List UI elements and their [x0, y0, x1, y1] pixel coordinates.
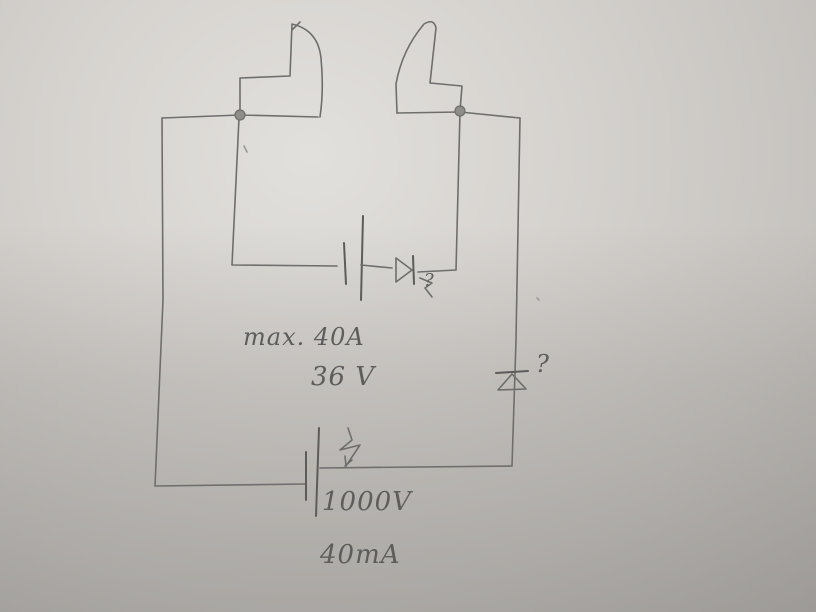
- upper-diode-icon: [395, 255, 415, 285]
- stray-mark-2: [536, 297, 540, 301]
- right-diode-question-mark: ?: [536, 350, 549, 378]
- upper-spark-icon: [419, 277, 433, 298]
- load-voltage-label: 36 V: [311, 362, 376, 392]
- source-cell-icon: [305, 427, 320, 517]
- source-lightning-icon: [339, 427, 361, 467]
- load-current-label: max. 40A: [243, 323, 365, 351]
- load-cell-icon: [343, 215, 393, 301]
- outer-left-wire: [154, 117, 307, 487]
- left-clamp-icon: [239, 21, 324, 118]
- stray-mark: [243, 145, 248, 153]
- inner-right-wire: [417, 111, 461, 273]
- left-node-dot: [234, 109, 246, 121]
- right-clamp-icon: [395, 20, 463, 114]
- right-node-dot: [454, 105, 466, 117]
- inner-left-wire: [231, 117, 338, 267]
- source-current-label: 40mA: [320, 540, 401, 570]
- upper-diode-question-mark: ?: [424, 270, 434, 291]
- source-voltage-label: 1000V: [322, 487, 412, 517]
- outer-right-wire: [319, 117, 521, 469]
- right-diode-icon: [495, 370, 529, 391]
